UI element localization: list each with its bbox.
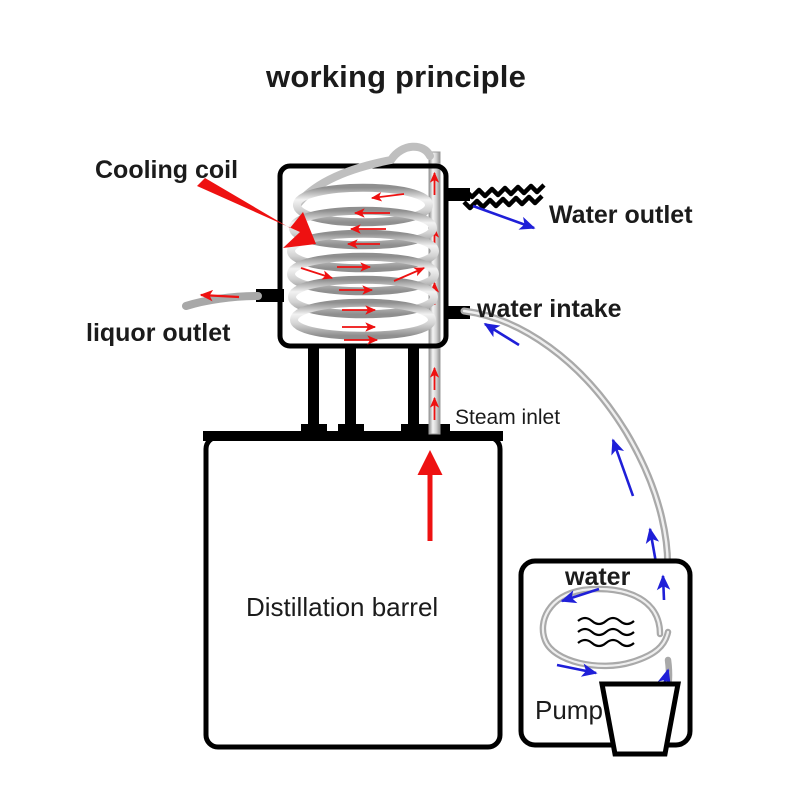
water-outlet-port	[446, 183, 546, 230]
label-steam-inlet: Steam inlet	[455, 406, 561, 429]
label-distillation-barrel: Distillation barrel	[246, 592, 439, 622]
coil-flow-arrows	[300, 192, 425, 345]
water-ripple-icon	[577, 616, 635, 648]
label-pump: Pump	[535, 695, 603, 725]
cooling-coil-callout-arrow	[197, 178, 316, 248]
liquor-outlet-port	[182, 289, 284, 310]
label-water-intake: water intake	[477, 295, 622, 323]
page-title: working principle	[266, 59, 527, 94]
label-water-outlet: Water outlet	[549, 201, 693, 229]
distillation-barrel	[203, 431, 503, 750]
pump-body	[598, 681, 682, 757]
condenser-support-legs	[301, 348, 450, 436]
label-cooling-coil: Cooling coil	[95, 156, 239, 184]
label-water: water	[565, 563, 631, 591]
label-liquor-outlet: liquor outlet	[86, 319, 231, 347]
cooling-coil	[287, 142, 440, 340]
